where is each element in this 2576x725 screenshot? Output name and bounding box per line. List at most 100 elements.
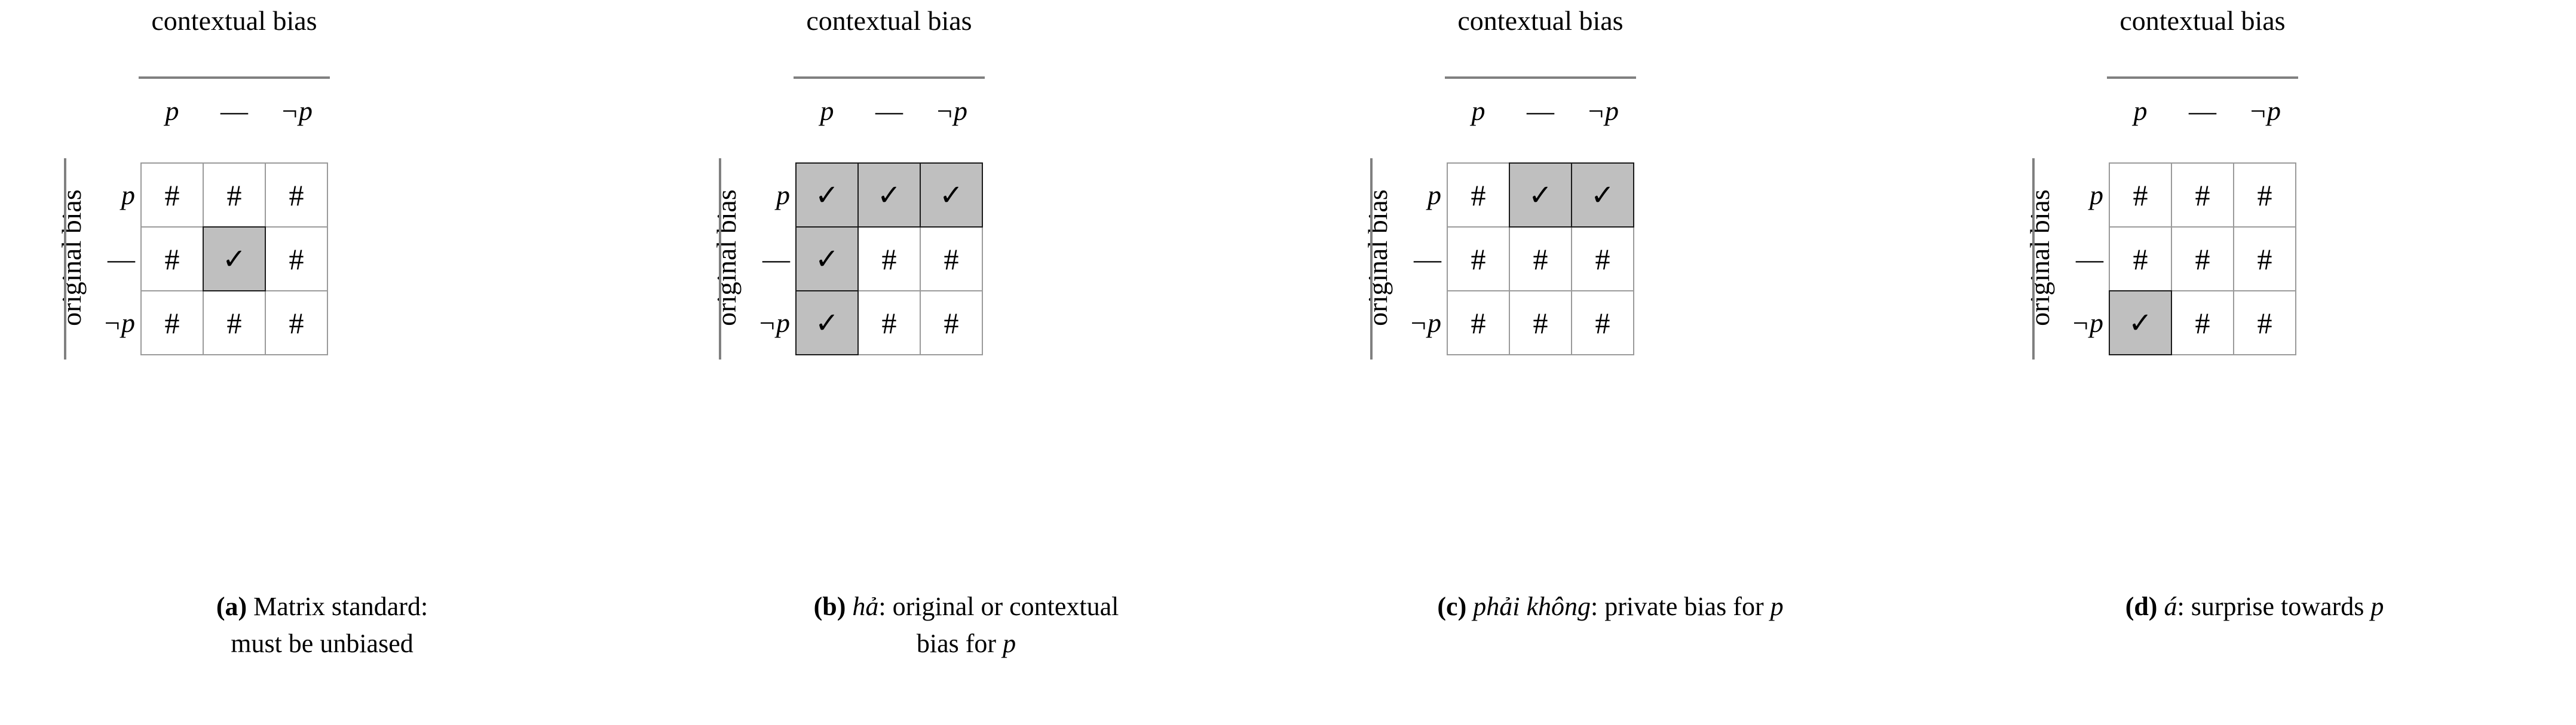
matrix-cell-shaded: ✓ [857, 162, 921, 228]
matrix-grid: # # # # ✓ # # # # [140, 162, 328, 355]
matrix-cell: # [1509, 226, 1572, 291]
hash-icon: # [2195, 178, 2210, 212]
matrix-cell-shaded: ✓ [795, 162, 859, 228]
row-group-rule [1370, 158, 1373, 360]
hash-icon: # [944, 306, 959, 340]
matrix-cell: # [920, 226, 983, 291]
matrix-cell: # [1447, 226, 1510, 291]
hash-icon: # [2133, 178, 2148, 212]
hash-icon: # [1533, 242, 1548, 276]
matrix-cell: # [2233, 162, 2296, 228]
row-headers: p — ¬p [2038, 163, 2109, 355]
matrix-cell-shaded: ✓ [795, 226, 859, 291]
matrix-cell: # [1571, 226, 1634, 291]
matrix-cell: # [920, 290, 983, 355]
hash-icon: # [2133, 242, 2148, 276]
column-group-title: contextual bias [2119, 5, 2286, 36]
hash-icon: # [226, 306, 242, 340]
column-group-title: contextual bias [1457, 5, 1624, 36]
row-header-1: — [1414, 244, 1441, 274]
caption-term: hả [852, 592, 879, 621]
column-group-title: contextual bias [806, 5, 972, 36]
matrix-cell: # [265, 290, 328, 355]
matrix-cell: # [2171, 226, 2234, 291]
row-header-2: ¬p [102, 308, 135, 338]
row-header-2: ¬p [757, 308, 790, 338]
matrix-cell-shaded: ✓ [1571, 162, 1634, 228]
caption-tag: (c) [1437, 592, 1467, 621]
hash-icon: # [226, 178, 242, 212]
matrix-grid: ✓✓✓✓##✓## [795, 162, 983, 355]
caption-text: Matrix standard: [253, 592, 428, 621]
row-header-2: ¬p [2070, 308, 2103, 338]
matrix-cell: # [140, 162, 204, 228]
caption-line: (b) hả: original or contextual [658, 588, 1274, 625]
column-header-0: p [165, 96, 179, 126]
check-icon: ✓ [877, 178, 902, 212]
caption-tag: (d) [2125, 592, 2158, 621]
check-icon: ✓ [222, 242, 247, 276]
check-icon: ✓ [2128, 306, 2153, 340]
matrix-cell-shaded: ✓ [920, 162, 983, 228]
matrix-cell: # [2233, 226, 2296, 291]
hash-icon: # [2257, 306, 2272, 340]
column-header-0: p [2133, 96, 2148, 126]
column-header-2: ¬p [2248, 96, 2281, 126]
row-header-0: p [2090, 180, 2103, 210]
row-headers: p—¬p [1376, 163, 1447, 355]
caption-tag: (a) [216, 592, 247, 621]
matrix-cell: # [265, 226, 328, 291]
hash-icon: # [1595, 306, 1610, 340]
column-header-0: p [820, 96, 834, 126]
caption-line: must be unbiased [14, 625, 630, 662]
matrix-cell: # [1509, 290, 1572, 355]
row-group-rule [64, 158, 66, 360]
hash-icon: # [1471, 242, 1486, 276]
column-headers: p—¬p [2109, 93, 2296, 130]
matrix-cell-shaded: ✓ [2109, 290, 2172, 355]
matrix-cell: # [140, 226, 204, 291]
caption-line: bias for p [658, 625, 1274, 662]
column-group-rule [1445, 76, 1636, 79]
hash-icon: # [2257, 242, 2272, 276]
panel-caption: (a) Matrix standard: must be unbiased [0, 588, 644, 662]
caption-text: surprise towards [2191, 592, 2371, 621]
hash-icon: # [1533, 306, 1548, 340]
check-icon: ✓ [939, 178, 964, 212]
matrix-grid: ######✓## [2109, 162, 2296, 355]
row-header-0: p [776, 180, 790, 210]
matrix-cell: # [1447, 162, 1510, 228]
hash-icon: # [164, 306, 180, 340]
matrix-cell: # [1571, 290, 1634, 355]
matrix-cell: # [203, 162, 266, 228]
caption-text: original or contextual [892, 592, 1119, 621]
matrix-cell: # [857, 226, 921, 291]
hash-icon: # [289, 242, 304, 276]
check-icon: ✓ [1590, 178, 1615, 212]
hash-icon: # [289, 178, 304, 212]
caption-separator: : [1591, 592, 1605, 621]
hash-icon: # [944, 242, 959, 276]
caption-variable: p [1770, 592, 1784, 621]
row-header-1: — [2076, 244, 2103, 274]
column-group-rule [2107, 76, 2298, 79]
matrix-cell: # [2109, 162, 2172, 228]
matrix-cell: # [2171, 162, 2234, 228]
matrix-cell-shaded: ✓ [203, 226, 266, 291]
matrix-cell: # [140, 290, 204, 355]
matrix-grid: #✓✓###### [1447, 162, 1634, 355]
panel-caption: (d) á: surprise towards p [1932, 588, 2576, 625]
hash-icon: # [1595, 242, 1610, 276]
column-header-1: — [1527, 96, 1554, 126]
column-headers: p—¬p [1447, 93, 1634, 130]
column-group-title: contextual bias [151, 5, 317, 36]
column-header-0: p [1471, 96, 1485, 126]
row-group-rule [719, 158, 721, 360]
hash-icon: # [881, 242, 897, 276]
check-icon: ✓ [814, 306, 840, 340]
hash-icon: # [164, 178, 180, 212]
